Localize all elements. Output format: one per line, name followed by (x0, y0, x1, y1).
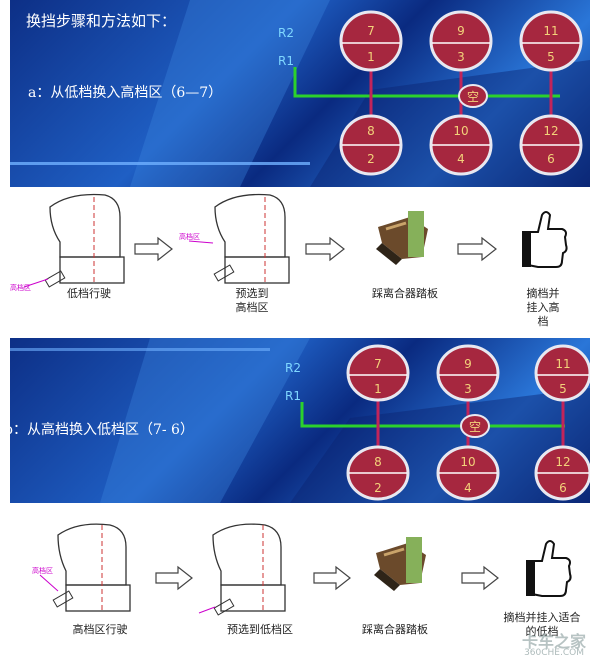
section-a-subtitle: a：从低档换入高档区（6—7） (28, 85, 223, 101)
shift-pattern-diagram: R2 R1 7 1 9 3 11 5 8 2 (285, 344, 590, 501)
r1-label: R1 (278, 54, 294, 68)
panel-high-to-low: b：从高档换入低档区（7- 6） R2 R1 7 1 9 3 11 5 (10, 338, 590, 503)
lever-sketch-icon (198, 523, 286, 616)
gear-upper: 11 (555, 357, 570, 371)
gear-11-5: 11 5 (534, 344, 590, 402)
gear-upper: 12 (543, 124, 558, 138)
r2-label: R2 (285, 361, 301, 375)
step-label: 摘档并挂入适合的低档 (503, 611, 581, 638)
gear-upper: 12 (555, 455, 570, 469)
sketch-label: 高档区 (179, 232, 200, 241)
step-label: 预选到高档区 (235, 287, 269, 314)
watermark-url: 360CHE.COM (524, 648, 584, 658)
gear-8-2: 8 2 (339, 114, 403, 176)
gear-upper: 8 (367, 124, 375, 138)
thumbs-up-icon (522, 211, 568, 268)
arrow-right-icon (155, 565, 193, 591)
lever-sketch-icon: 高档区 (10, 193, 125, 292)
gear-lower: 1 (374, 382, 382, 396)
neutral-label: 空 (469, 420, 481, 434)
section-b-subtitle: b：从高档换入低档区（7- 6） (10, 422, 194, 438)
gear-upper: 11 (543, 24, 558, 38)
thumbs-up-icon (526, 540, 572, 597)
gear-upper: 7 (367, 24, 375, 38)
gear-12-6: 12 6 (519, 114, 583, 176)
gear-7-1: 7 1 (339, 10, 403, 72)
step-label: 预选到低档区 (227, 623, 293, 636)
step-label: 摘档并挂入高档 (526, 287, 560, 328)
arrow-right-icon (461, 565, 499, 591)
gear-lower: 5 (559, 382, 567, 396)
gear-upper: 10 (460, 455, 475, 469)
gear-11-5: 11 5 (519, 10, 583, 72)
steps-strip-a: 高档区 高档区 低档行驶 预选到高档区 踩 (10, 187, 590, 337)
gear-lower: 5 (547, 50, 555, 64)
gear-12-6: 12 6 (534, 445, 590, 501)
watermark-logo: 卡车之家 (521, 632, 586, 651)
foot-pedal-icon (370, 211, 428, 265)
gear-lower: 6 (559, 481, 567, 495)
gear-lower: 3 (464, 382, 472, 396)
gear-10-4: 10 4 (429, 114, 493, 176)
gear-upper: 10 (453, 124, 468, 138)
gear-lower: 2 (367, 152, 375, 166)
neutral-marker: 空 (460, 414, 490, 438)
page-title: 换挡步骤和方法如下： (26, 12, 177, 30)
gear-8-2: 8 2 (346, 445, 410, 501)
shift-pattern-diagram: R2 R1 7 1 9 3 11 5 8 2 (278, 10, 583, 176)
step-label: 高档区行驶 (72, 623, 128, 636)
lever-sketch-icon: 高档区 (32, 523, 131, 612)
gear-lower: 4 (457, 152, 465, 166)
sketch-label: 高档区 (32, 566, 53, 575)
step-label: 踩离合器踏板 (372, 287, 438, 300)
panel-decoration (10, 338, 590, 503)
arrow-right-icon (134, 236, 173, 262)
gear-lower: 1 (367, 50, 375, 64)
steps-illustration-b: 高档区 (32, 523, 572, 616)
sketch-label: 高档区 (10, 283, 31, 292)
r2-label: R2 (278, 26, 294, 40)
lever-sketch-icon: 高档区 (179, 193, 290, 284)
gear-9-3: 9 3 (436, 344, 500, 402)
gear-lower: 2 (374, 481, 382, 495)
panel-low-to-high: 换挡步骤和方法如下： a：从低档换入高档区（6—7） R2 R1 7 1 9 3… (10, 0, 590, 187)
arrow-right-icon (305, 236, 345, 262)
foot-pedal-icon (368, 537, 426, 591)
r1-label: R1 (285, 389, 301, 403)
step-label: 低档行驶 (67, 287, 111, 300)
neutral-label: 空 (467, 90, 479, 104)
gear-7-1: 7 1 (346, 344, 410, 402)
step-label: 踩离合器踏板 (362, 623, 428, 636)
gear-9-3: 9 3 (429, 10, 493, 72)
gear-lower: 3 (457, 50, 465, 64)
steps-strip-b: 高档区 高档区行驶 预选到低档区 踩离合器踏板 摘档并挂入适合的低档 (10, 513, 590, 663)
gear-10-4: 10 4 (436, 445, 500, 501)
steps-illustration-a: 高档区 高档区 (10, 193, 568, 292)
gear-upper: 9 (457, 24, 465, 38)
gear-lower: 6 (547, 152, 555, 166)
gear-upper: 9 (464, 357, 472, 371)
gear-upper: 8 (374, 455, 382, 469)
arrow-right-icon (457, 236, 497, 262)
gear-upper: 7 (374, 357, 382, 371)
arrow-right-icon (313, 565, 351, 591)
neutral-marker: 空 (458, 84, 488, 108)
gear-lower: 4 (464, 481, 472, 495)
